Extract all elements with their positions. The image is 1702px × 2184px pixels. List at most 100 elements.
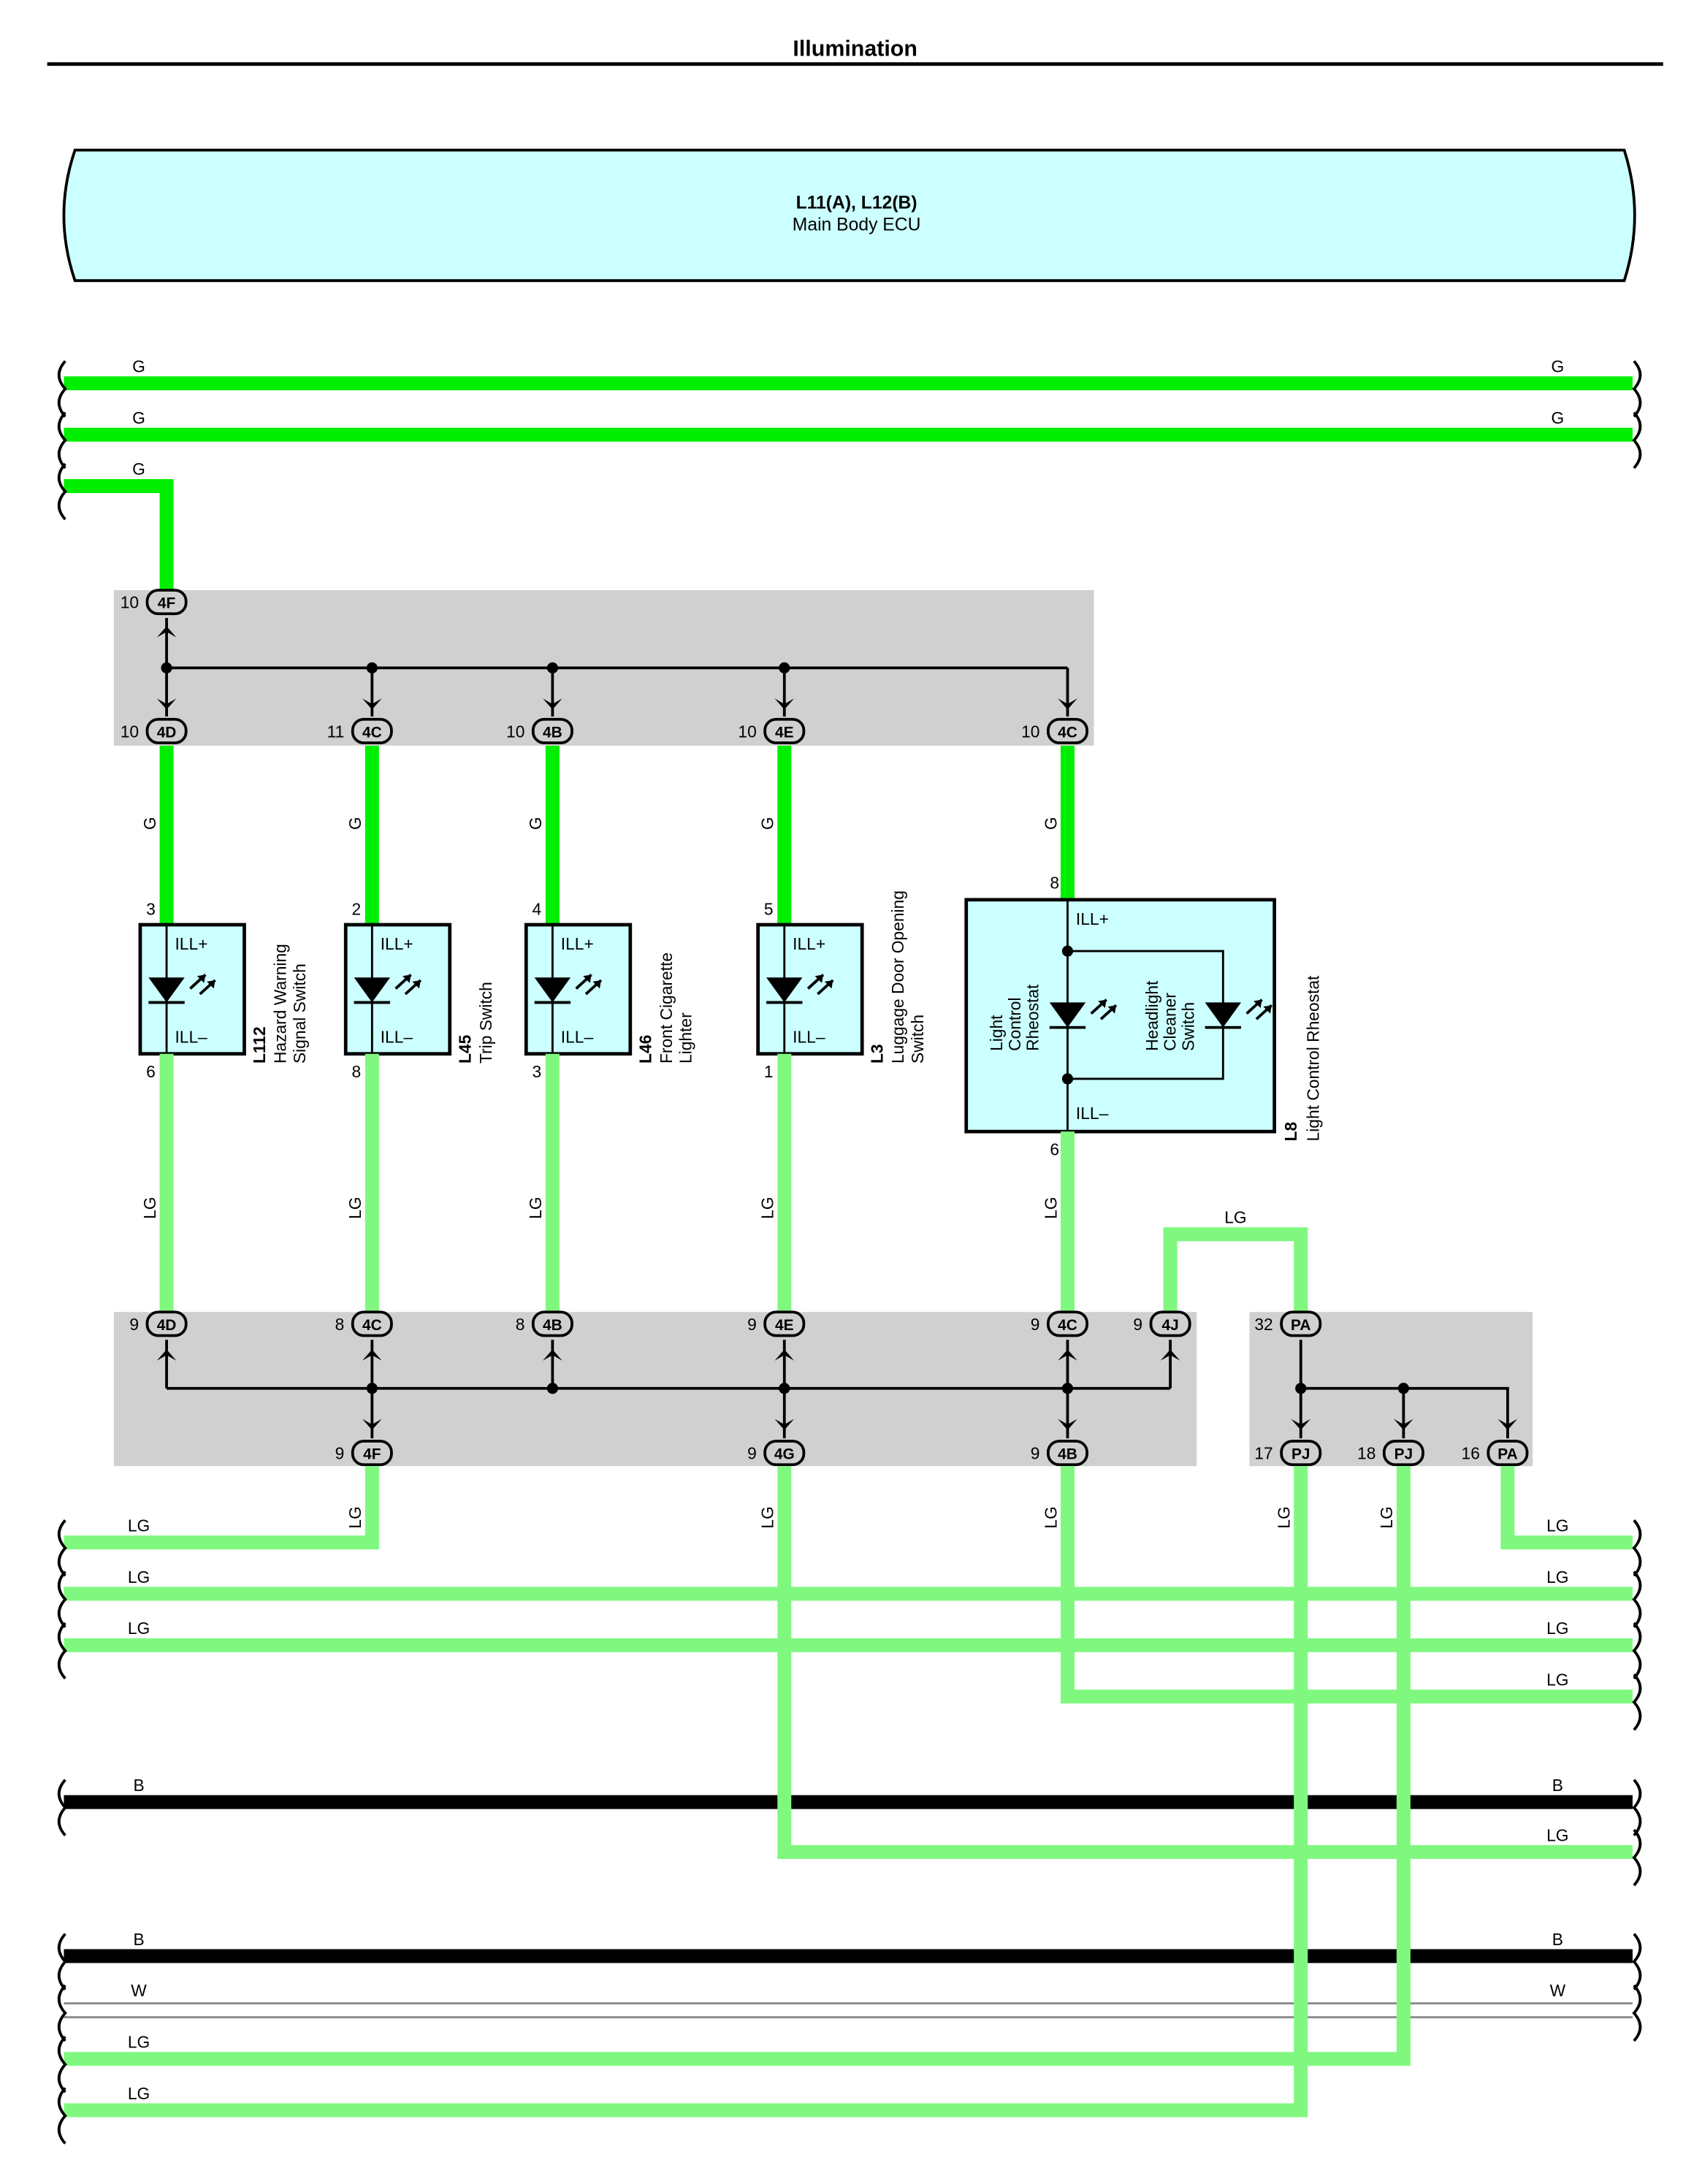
led-icon: [1205, 1002, 1242, 1028]
lg-drops: LG LG LG LG LG LG: [140, 1053, 1308, 1313]
splice-dot: [1061, 1383, 1074, 1394]
wire-label: G: [1551, 408, 1564, 427]
inner-label: Light: [987, 1015, 1006, 1051]
wire-label: W: [131, 1981, 147, 2000]
lg-loop-wire: [1163, 1227, 1308, 1313]
pin-number: 2: [351, 900, 361, 919]
wire-label: LG: [1377, 1506, 1396, 1528]
connector-pill: [1046, 1440, 1088, 1467]
connector-code: 4E: [775, 724, 794, 741]
wire-label: LG: [128, 1516, 150, 1535]
pin-number: 9: [1031, 1444, 1040, 1463]
connector-pill: [1046, 717, 1088, 744]
arrow-icon: [543, 698, 562, 710]
ill-plus-label: ILL+: [561, 934, 594, 953]
wire-label: B: [1552, 1930, 1563, 1949]
pin-number: 9: [1133, 1315, 1142, 1334]
wire-label: G: [346, 817, 365, 830]
wire-label: LG: [758, 1196, 777, 1218]
wire-label: LG: [140, 1196, 159, 1218]
inner-label: Control: [1005, 997, 1024, 1051]
pin-number: 11: [327, 722, 345, 741]
component-code: L112: [250, 1026, 269, 1064]
connector-code: 4B: [543, 724, 562, 741]
connector-code: 4B: [1058, 1446, 1077, 1463]
top-bus: G G G G G: [57, 357, 1642, 597]
component-name: Trip Switch: [476, 982, 495, 1064]
break-mark: [1632, 411, 1642, 470]
connector-code: PJ: [1394, 1446, 1413, 1463]
connector-pill: [145, 717, 188, 744]
connector-pill: [1382, 1440, 1424, 1467]
break-mark: [1632, 1622, 1642, 1680]
wire-label: G: [132, 459, 145, 478]
lg-wire: [64, 1466, 1308, 2118]
splice-dot: [779, 662, 790, 674]
pin-number: 9: [335, 1444, 345, 1463]
wire-label: LG: [1041, 1506, 1060, 1528]
page-title: Illumination: [793, 36, 917, 61]
break-mark: [57, 1570, 67, 1628]
wire-label: B: [133, 1776, 144, 1795]
wire-label: LG: [1041, 1196, 1060, 1218]
wire-label: G: [526, 817, 545, 830]
wire-label: G: [1041, 817, 1060, 830]
upper-junction-block: 4F 10 4D 10 4C 11 4B 10 4E 10 4C 10: [113, 589, 1094, 746]
component-name: Lighter: [676, 1012, 695, 1064]
connector-code: 4G: [774, 1446, 795, 1463]
pin-number: 10: [121, 593, 139, 612]
connector-code: 4D: [157, 724, 177, 741]
ill-plus-label: ILL+: [381, 934, 413, 953]
connector-pill: [145, 1310, 188, 1337]
wire-label: LG: [128, 2032, 150, 2051]
connector-pill: [1487, 1440, 1529, 1467]
ill-plus-label: ILL+: [793, 934, 825, 953]
ecu-name: Main Body ECU: [793, 215, 921, 235]
arrow-icon: [774, 1419, 795, 1430]
inner-label: Cleaner: [1161, 993, 1180, 1051]
pin-number: 8: [516, 1315, 525, 1334]
ill-plus-label: ILL+: [1076, 909, 1109, 928]
connector-code: 4C: [1058, 724, 1077, 741]
connector-code: 4J: [1161, 1317, 1178, 1334]
connector-code: 4F: [158, 595, 175, 612]
wire-label: G: [758, 817, 777, 830]
luggage-door-opening-switch: ILL+ ILL– 5 1 L3 Luggage Door Opening Sw…: [756, 890, 927, 1081]
g-drops: G G G G G: [140, 745, 1075, 925]
connector-pill: [1280, 1310, 1322, 1337]
component-name: Signal Switch: [290, 963, 309, 1064]
connector-pill: [351, 1440, 393, 1467]
pin-number: 10: [506, 722, 524, 741]
pin-number: 6: [1050, 1139, 1059, 1158]
pin-number: 9: [129, 1315, 139, 1334]
pin-number: 10: [121, 722, 139, 741]
splice-dot: [546, 1383, 558, 1394]
pin-number: 9: [1031, 1315, 1040, 1334]
connector-pill: [351, 717, 393, 744]
break-mark: [1632, 1984, 1642, 2042]
wire-label: G: [1551, 357, 1564, 376]
connector-pill: [763, 1310, 806, 1337]
wire-label: LG: [526, 1196, 545, 1218]
pin-number: 3: [533, 1062, 542, 1081]
arrow-icon: [156, 698, 177, 710]
connector-code: 4C: [1058, 1317, 1077, 1334]
component-code: L46: [636, 1035, 655, 1064]
break-mark: [1632, 1519, 1642, 1577]
connector-pill: [763, 1440, 806, 1467]
connector-code: 4C: [362, 724, 382, 741]
led-icon: [534, 977, 571, 1003]
connector-pill: [351, 1310, 393, 1337]
pin-number: 32: [1254, 1315, 1272, 1334]
led-icon: [148, 977, 185, 1003]
led-icon: [766, 977, 803, 1003]
wire-label: LG: [128, 1568, 150, 1587]
break-mark: [1632, 1673, 1642, 1731]
pin-number: 9: [747, 1444, 757, 1463]
arrow-icon: [1497, 1419, 1518, 1430]
connector-code: 4C: [362, 1317, 382, 1334]
connector-pill: [531, 1310, 573, 1337]
splice-dot: [366, 1383, 378, 1394]
connector-pill: [1046, 1310, 1088, 1337]
